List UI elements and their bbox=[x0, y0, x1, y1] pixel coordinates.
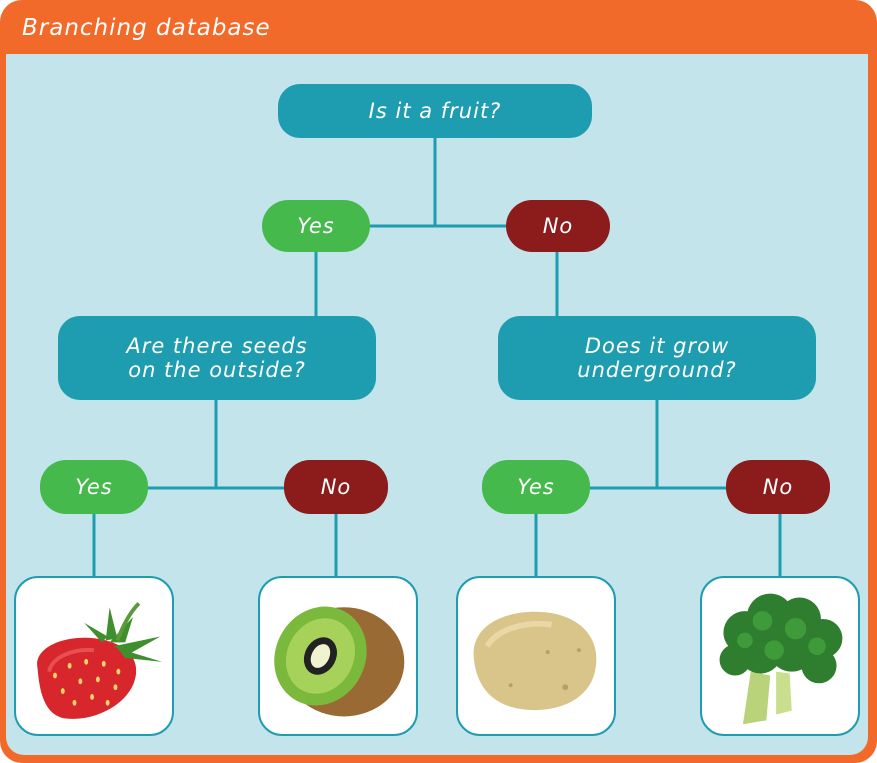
left-yes-badge: Yes bbox=[40, 460, 148, 514]
right-no-badge: No bbox=[726, 460, 830, 514]
left-question-box: Are there seeds on the outside? bbox=[58, 316, 376, 400]
left-no-badge: No bbox=[284, 460, 388, 514]
right-question-line1: Does it grow bbox=[584, 334, 730, 358]
right-yes-label: Yes bbox=[517, 475, 555, 499]
level1-no-badge: No bbox=[506, 200, 610, 252]
left-question-line2: on the outside? bbox=[128, 358, 306, 382]
left-question-line1: Are there seeds bbox=[126, 334, 308, 358]
right-question-box: Does it grow underground? bbox=[498, 316, 816, 400]
level1-no-label: No bbox=[542, 214, 574, 238]
right-yes-badge: Yes bbox=[482, 460, 590, 514]
potato-icon bbox=[473, 611, 597, 711]
kiwi-icon bbox=[274, 606, 405, 717]
strawberry-card bbox=[14, 576, 174, 736]
left-no-label: No bbox=[320, 475, 352, 499]
root-question-text: Is it a fruit? bbox=[368, 99, 502, 123]
left-yes-label: Yes bbox=[75, 475, 113, 499]
right-no-label: No bbox=[762, 475, 794, 499]
right-question-line2: underground? bbox=[577, 358, 737, 382]
root-question-box: Is it a fruit? bbox=[278, 84, 592, 138]
level1-yes-badge: Yes bbox=[262, 200, 370, 252]
broccoli-icon bbox=[719, 593, 843, 725]
strawberry-icon bbox=[37, 601, 163, 719]
broccoli-card bbox=[700, 576, 860, 736]
potato-card bbox=[456, 576, 616, 736]
diagram-title: Branching database bbox=[22, 15, 271, 41]
kiwi-card bbox=[258, 576, 418, 736]
level1-yes-label: Yes bbox=[297, 214, 335, 238]
